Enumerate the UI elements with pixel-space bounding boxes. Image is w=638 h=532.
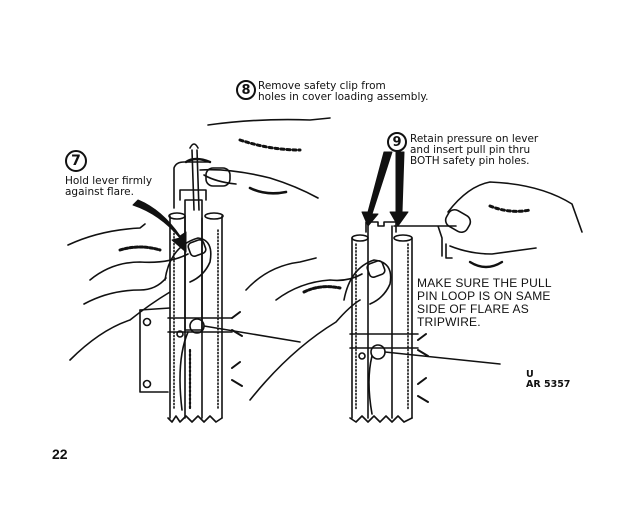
step-8-instruction: Remove safety clip from holes in cover l… [258,80,429,103]
step-8-callout: 8 Remove safety clip from holes in cover… [236,80,428,103]
hand-retaining-lever-pressure [245,257,392,401]
pull-pin-loop-warning: MAKE SURE THE PULL PIN LOOP IS ON SAME S… [417,276,552,329]
step-7-instruction: Hold lever firmly against flare. [65,175,153,198]
left-hand-holding-lever [67,223,212,361]
right-flare-assembly [349,221,501,423]
hand-inserting-pull-pin [444,181,583,269]
step-7-number-badge: 7 [65,150,87,172]
step-9-number-badge: 9 [387,132,407,152]
step-7-callout: 7 Hold lever firmly against flare. [65,150,152,198]
hand-removing-safety-clip [199,117,331,199]
step-9-callout: 9 Retain pressure on lever and insert pu… [387,132,538,167]
step-8-number-badge: 8 [236,80,256,100]
step-7-arrow [132,199,187,253]
step-9-arrow-right [389,151,409,227]
step-9-arrow-left [361,151,393,227]
figure-reference: U AR 5357 [526,369,571,390]
step-9-instruction: Retain pressure on lever and insert pull… [410,133,539,167]
page-number: 22 [52,446,68,462]
left-flare-assembly [139,143,301,423]
